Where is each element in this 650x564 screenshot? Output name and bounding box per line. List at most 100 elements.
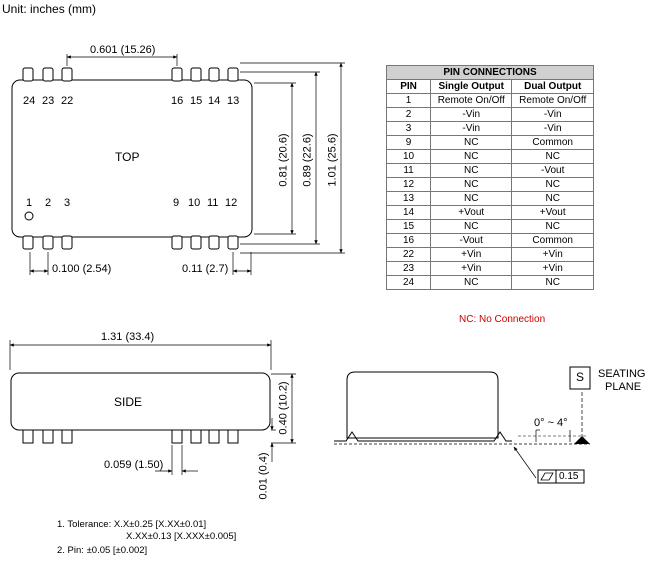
dim-total-width: 1.01 (25.6) [326, 133, 339, 187]
table-row: 2-Vin-Vin [385, 107, 594, 122]
table-cell: 10 [385, 149, 432, 164]
table-cell: -Vin [430, 107, 513, 122]
table-row: 23+Vin+Vin [385, 261, 594, 276]
top-view-body [11, 79, 253, 238]
table-cell: Remote On/Off [511, 93, 594, 108]
table-cell: Common [511, 233, 594, 248]
table-cell: 13 [385, 191, 432, 206]
dim-pin-offset: 0.11 (2.7) [182, 263, 229, 275]
table-cell: NC [430, 219, 513, 234]
table-cell: NC [430, 275, 513, 290]
table-cell: NC [430, 191, 513, 206]
side-view-body [10, 372, 271, 431]
seating-plane-label-1: SEATING [598, 368, 646, 380]
table-row: 14+Vout+Vout [385, 205, 594, 220]
dim-side-length: 1.31 (33.4) [101, 331, 155, 343]
pin-table-header-pin: PIN [385, 79, 432, 94]
top-pins-upper [22, 67, 239, 82]
table-cell: NC [511, 149, 594, 164]
table-cell: 1 [385, 93, 432, 108]
table-cell: NC [430, 163, 513, 178]
end-view-body [346, 371, 499, 439]
table-cell: 3 [385, 121, 432, 136]
pin-label-3: 3 [64, 197, 71, 209]
pin-table-header-single: Single Output [430, 79, 513, 94]
seating-plane-marker [574, 436, 590, 444]
unit-label: Unit: inches (mm) [2, 2, 97, 16]
angle-label: 0° ~ 4° [534, 417, 568, 429]
pin-table-header-dual: Dual Output [511, 79, 594, 94]
top-pins-lower [22, 235, 239, 250]
table-cell: +Vout [511, 205, 594, 220]
table-cell: 23 [385, 261, 432, 276]
side-view-label: SIDE [114, 395, 143, 409]
note-pin: 2. Pin: ±0.05 [±0.002] [57, 545, 148, 556]
pin1-marker [24, 211, 34, 221]
dim-pitch: 0.100 (2.54) [52, 263, 112, 275]
note-tolerance-1: 1. Tolerance: X.X±0.25 [X.XX±0.01] [57, 519, 207, 530]
pin-label-13: 13 [227, 95, 240, 107]
pin-label-11: 11 [207, 197, 219, 209]
table-cell: NC [430, 177, 513, 192]
table-cell: NC [511, 219, 594, 234]
pin-label-10: 10 [188, 197, 201, 209]
table-cell: -Vin [511, 107, 594, 122]
dim-side-pin-width: 0.059 (1.50) [104, 459, 164, 471]
table-cell: 2 [385, 107, 432, 122]
table-cell: Remote On/Off [430, 93, 513, 108]
pin-connections-table: PIN CONNECTIONS PIN Single Output Dual O… [385, 65, 594, 290]
table-cell: NC [511, 275, 594, 290]
table-cell: 15 [385, 219, 432, 234]
pin-table-title: PIN CONNECTIONS [386, 65, 594, 80]
datum-letter: S [576, 370, 585, 384]
table-cell: NC [430, 135, 513, 150]
table-cell: +Vin [511, 261, 594, 276]
pin-label-22: 22 [61, 95, 74, 107]
side-pins [22, 429, 239, 444]
dim-side-height: 0.40 (10.2) [277, 381, 290, 435]
dim-body-width: 0.81 (20.6) [277, 133, 290, 187]
top-view-label: TOP [115, 150, 140, 164]
pin-label-23: 23 [42, 95, 55, 107]
pin-label-1: 1 [26, 197, 33, 209]
note-tolerance-2: X.XX±0.13 [X.XXX±0.005] [126, 530, 237, 542]
flatness-tolerance: 0.15 [559, 471, 579, 482]
pin-label-24: 24 [23, 95, 36, 107]
table-cell: 24 [385, 275, 432, 290]
notes-block: 1. Tolerance: X.X±0.25 [X.XX±0.01] X.XX±… [57, 519, 236, 557]
table-cell: 22 [385, 247, 432, 262]
table-cell: NC [511, 191, 594, 206]
table-cell: 12 [385, 177, 432, 192]
table-cell: 14 [385, 205, 432, 220]
seating-plane-label-2: PLANE [605, 381, 642, 393]
dim-standoff: 0.01 (0.4) [257, 452, 270, 500]
datum-box [569, 366, 591, 390]
table-cell: NC [511, 177, 594, 192]
pin-label-15: 15 [190, 95, 203, 107]
table-cell: -Vout [430, 233, 513, 248]
table-cell: Common [511, 135, 594, 150]
table-cell: +Vin [511, 247, 594, 262]
table-cell: +Vout [430, 205, 513, 220]
dim-pin-span: 0.601 (15.26) [90, 44, 156, 56]
table-cell: -Vin [511, 121, 594, 136]
table-cell: -Vin [430, 121, 513, 136]
pin-label-16: 16 [171, 95, 184, 107]
table-cell: 9 [385, 135, 432, 150]
table-cell: 16 [385, 233, 432, 248]
table-row: 22+Vin+Vin [385, 247, 594, 262]
table-cell: +Vin [430, 261, 513, 276]
table-row: 3-Vin-Vin [385, 121, 594, 136]
table-cell: -Vout [511, 163, 594, 178]
pin-label-14: 14 [208, 95, 221, 107]
